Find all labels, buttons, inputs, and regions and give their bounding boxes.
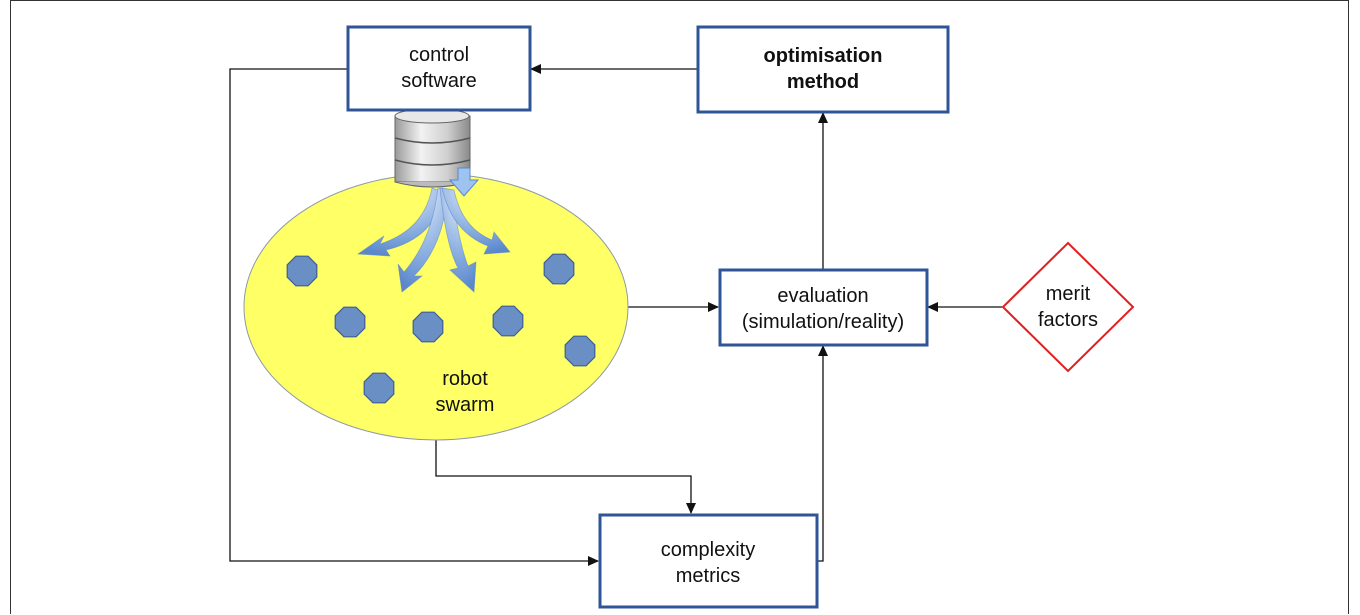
merit-factors-label-2: factors: [1038, 309, 1098, 331]
robot-2: [543, 253, 575, 285]
robot-1: [286, 255, 318, 287]
robot-swarm-label: robot swarm: [436, 368, 495, 416]
evaluation-label-1: evaluation: [777, 285, 868, 307]
control-software-box: control software: [346, 25, 532, 112]
connectors: [229, 64, 1003, 566]
complexity-metrics-label-2: metrics: [676, 565, 740, 587]
robots: [286, 253, 596, 404]
arrow-control-to-complexity: [229, 68, 599, 566]
optimisation-method-label-1: optimisation: [764, 45, 883, 67]
evaluation-box: evaluation (simulation/reality): [718, 268, 929, 347]
complexity-metrics-label-1: complexity: [661, 539, 755, 561]
arrow-swarm-to-complexity: [435, 440, 696, 514]
robot-6: [564, 335, 596, 367]
optimisation-method-box: optimisation method: [696, 25, 950, 114]
database-icon: [394, 108, 480, 197]
robot-swarm-label-2: swarm: [436, 394, 495, 416]
complexity-metrics-box: complexity metrics: [598, 513, 819, 609]
merit-factors-diamond: merit factors: [1001, 241, 1135, 373]
control-software-label-2: software: [401, 70, 477, 92]
distribution-arrows-icon: [356, 187, 511, 293]
evaluation-label-2: (simulation/reality): [742, 311, 904, 333]
control-software-label-1: control: [409, 44, 469, 66]
arrow-complexity-to-evaluation: [818, 345, 828, 562]
robot-5: [492, 305, 524, 337]
robot-7: [363, 372, 395, 404]
figure-frame: [10, 0, 1349, 614]
optimisation-method-label-2: method: [787, 71, 859, 93]
merit-factors-label-1: merit: [1046, 283, 1091, 305]
robot-3: [334, 306, 366, 338]
robot-swarm-label-1: robot: [442, 368, 488, 390]
robot-4: [412, 311, 444, 343]
